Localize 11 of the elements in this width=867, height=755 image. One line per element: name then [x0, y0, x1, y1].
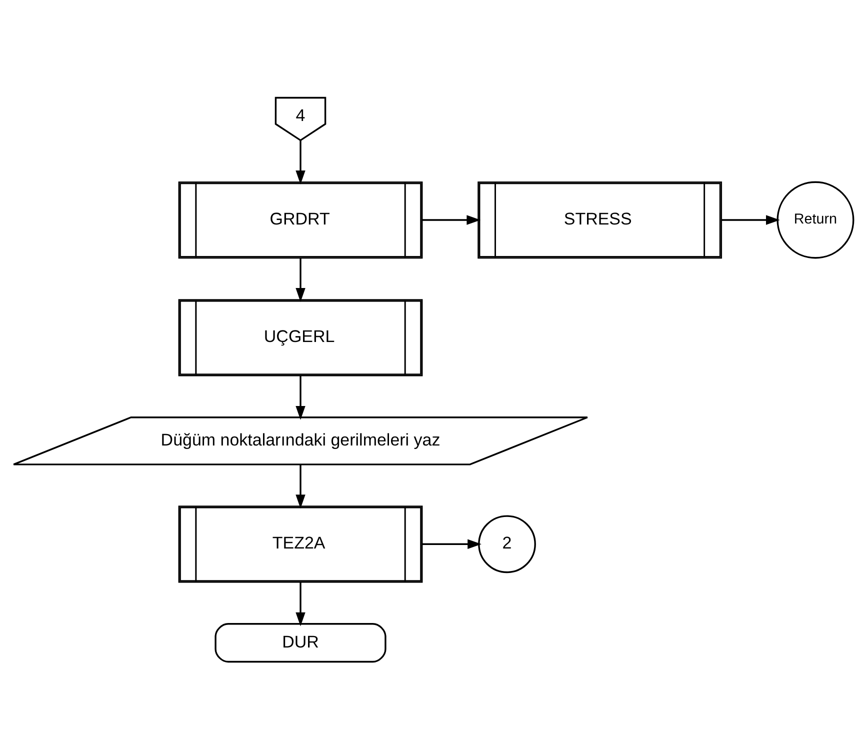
- arrow: [422, 215, 481, 225]
- arrow: [296, 464, 306, 509]
- arrow: [722, 215, 780, 225]
- arrow: [296, 258, 306, 302]
- arrow: [296, 140, 306, 184]
- node-box: DUR: [214, 623, 386, 663]
- arrow: [296, 376, 306, 420]
- node-circle: 2: [478, 515, 536, 574]
- node-circle: Return: [776, 181, 854, 259]
- arrow: [296, 582, 306, 626]
- arrow: [422, 539, 482, 549]
